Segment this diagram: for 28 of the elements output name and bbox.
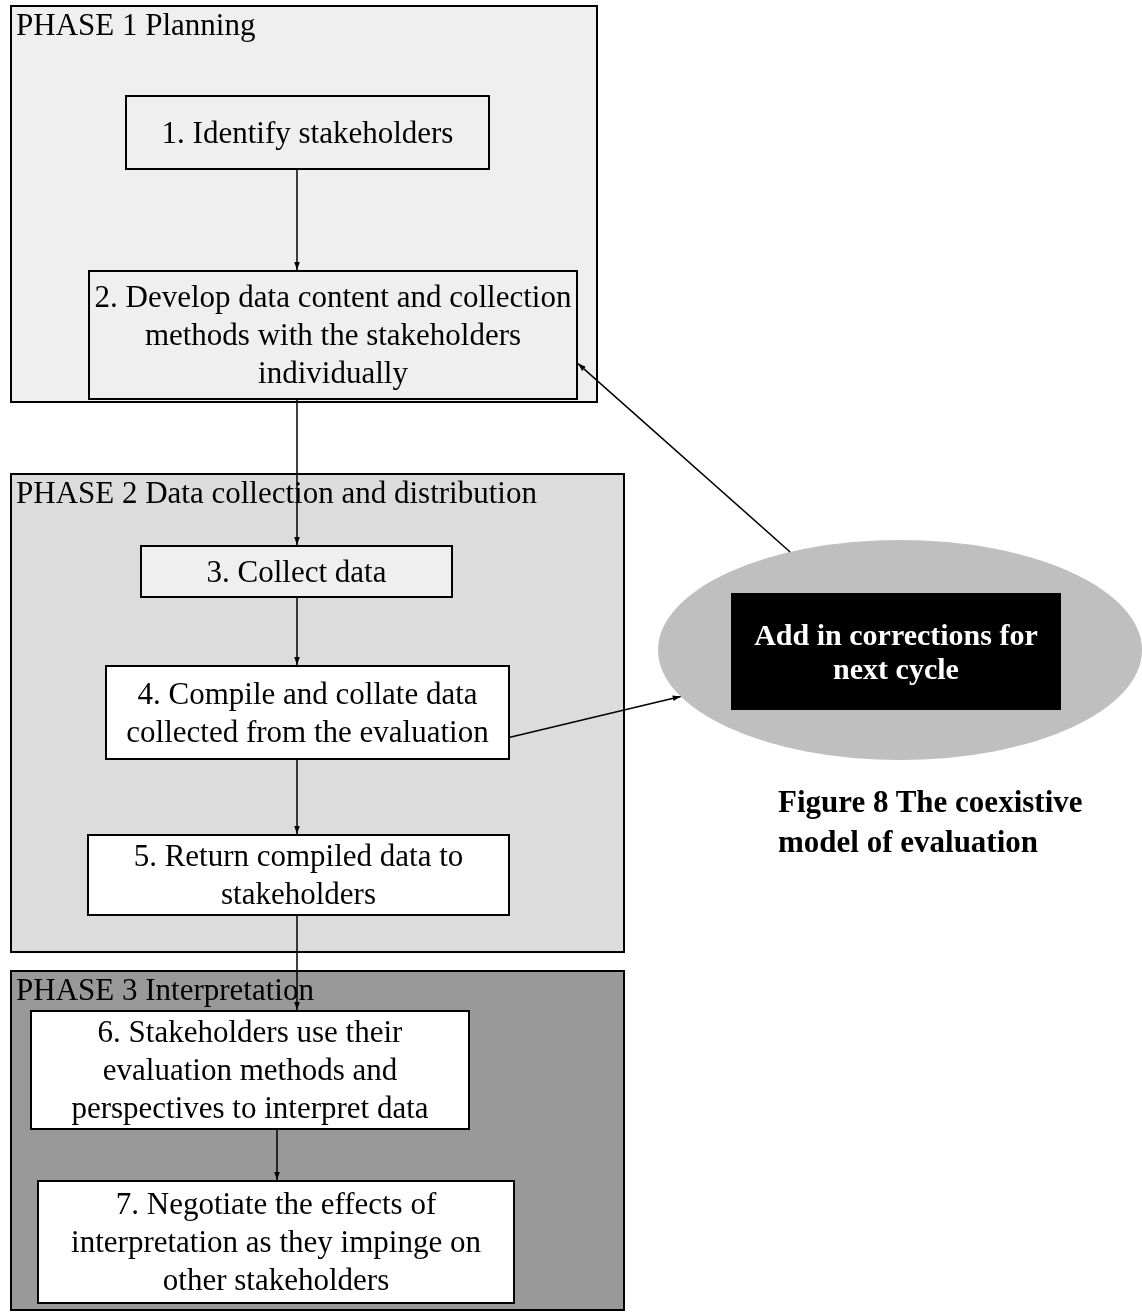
step-text: 4. Compile and collate data collected from the evaluation (125, 674, 490, 751)
arrow (294, 169, 300, 271)
step-text: Add in corrections for next cycle (753, 617, 1039, 686)
process-box (140, 545, 453, 598)
arrow (294, 759, 300, 835)
arrow (509, 695, 682, 738)
phase-title: PHASE 1 Planning (16, 7, 256, 43)
arrow (577, 362, 791, 553)
arrow (294, 597, 300, 666)
step-text: 7. Negotiate the effects of interpretation as they impinge on other stakeholders (70, 1185, 482, 1299)
process-box (105, 665, 510, 760)
process-box (37, 1180, 515, 1304)
figure-caption: Figure 8 The coexistive model of evaluation (778, 783, 1084, 861)
step-text: 6. Stakeholders use their evaluation methods and perspectives to interpret data (70, 1013, 430, 1127)
note-box (731, 593, 1061, 710)
phase-panel (10, 473, 625, 953)
arrow (274, 1129, 280, 1181)
process-box (87, 834, 510, 916)
step-text: 5. Return compiled data to stakeholders (132, 837, 465, 913)
phase-panel (10, 970, 625, 1311)
step-text: 2. Develop data content and collection methods with the stakeholders individually (94, 278, 572, 392)
ellipse-shape (658, 540, 1142, 760)
process-box (125, 95, 490, 170)
arrow (294, 399, 300, 546)
step-text: 3. Collect data (206, 552, 387, 591)
step-text: 1. Identify stakeholders (161, 113, 454, 152)
phase-panel (10, 5, 598, 403)
process-box (30, 1010, 470, 1130)
